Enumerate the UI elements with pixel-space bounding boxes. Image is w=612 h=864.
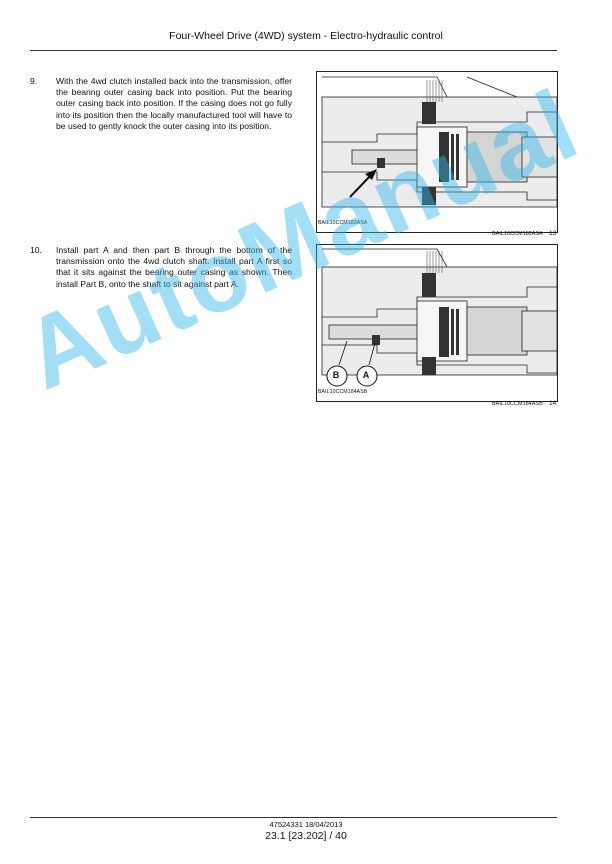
step-text: With the 4wd clutch installed back into … — [56, 76, 292, 131]
figure-caption: BAIL10CCM182ASA — [318, 220, 368, 226]
figure-caption: BAIL10CCM184ASB — [318, 389, 368, 395]
callout-b-circle — [326, 365, 348, 387]
callout-a-circle — [356, 365, 378, 387]
page-header-title: Four-Wheel Drive (4WD) system - Electro-… — [169, 30, 443, 42]
pointer-arrow-icon — [349, 173, 373, 198]
header-rule — [30, 50, 557, 51]
callout-b-label: B — [332, 370, 340, 380]
figure-ref: BAIL10CCM184ASB — [492, 401, 543, 407]
callout-a-label: A — [362, 370, 370, 380]
figure-number: 13 — [549, 230, 557, 237]
step-text: Install part A and then part B through t… — [56, 245, 292, 289]
footer-doc-info: 47524331 18/04/2013 — [269, 820, 343, 829]
figure-ref: BAIL10CCM182ASA — [492, 231, 543, 237]
figure-number: 14 — [549, 400, 557, 407]
step-number: 9. — [30, 76, 38, 86]
footer-rule — [30, 817, 557, 818]
figure-14-clutch-diagram — [316, 244, 558, 402]
footer-page-number: 23.1 [23.202] / 40 — [265, 830, 347, 842]
step-number: 10. — [30, 245, 42, 255]
figure-13-clutch-diagram — [316, 71, 558, 233]
